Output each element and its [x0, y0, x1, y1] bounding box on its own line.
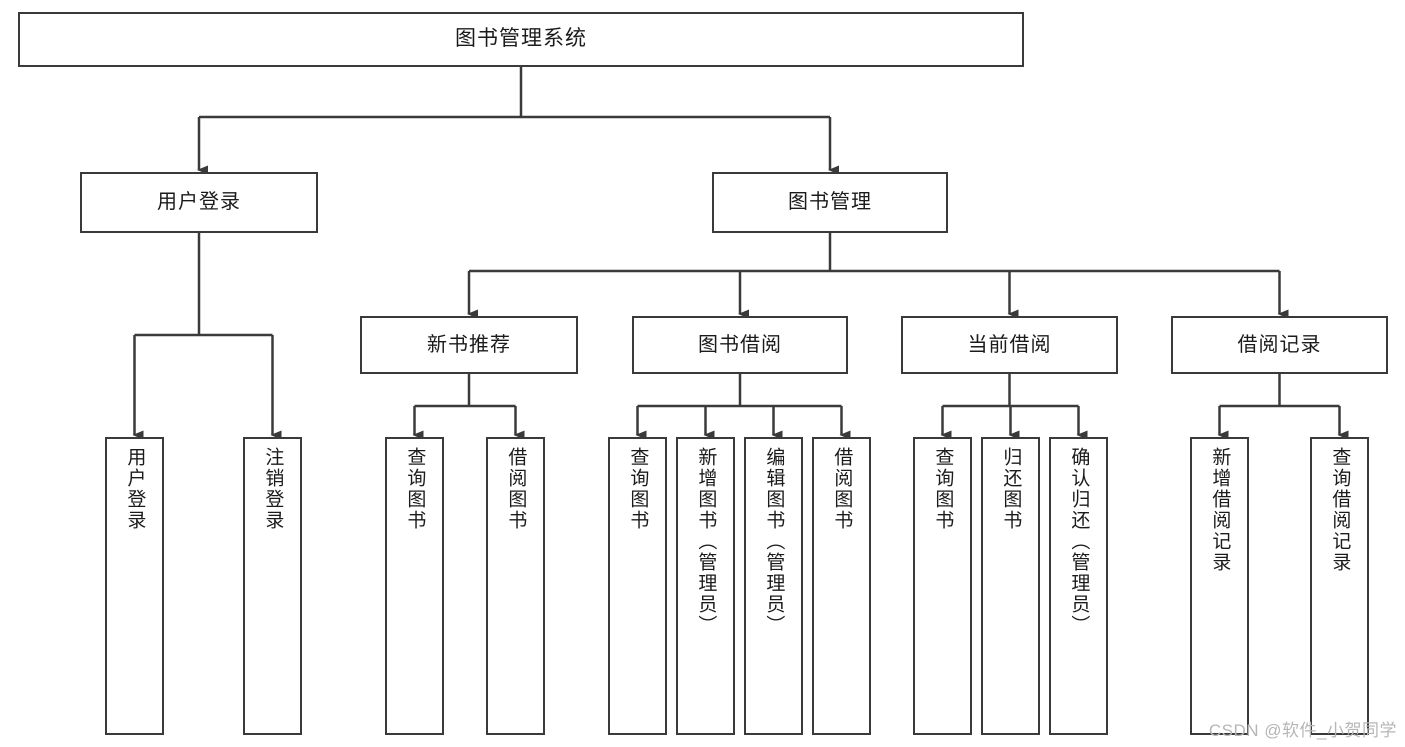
tree-node-label: 借阅记录 — [1237, 333, 1322, 356]
tree-node-n2d[interactable]: 借阅记录 — [1171, 316, 1388, 374]
tree-node-n2b[interactable]: 图书借阅 — [632, 316, 848, 374]
tree-node-label: 查询图书 — [404, 447, 426, 531]
tree-node-label: 查询图书 — [627, 447, 649, 531]
tree-node-l8[interactable]: 借阅图书 — [812, 437, 871, 735]
tree-node-label: 图书借阅 — [698, 333, 782, 356]
tree-node-l6[interactable]: 新增图书（管理员） — [676, 437, 735, 735]
tree-node-l7[interactable]: 编辑图书（管理员） — [744, 437, 803, 735]
tree-node-l13[interactable]: 查询借阅记录 — [1310, 437, 1369, 735]
tree-node-label: 用户登录 — [157, 191, 241, 213]
tree-node-label: 当前借阅 — [967, 333, 1052, 356]
tree-node-n1[interactable]: 用户登录 — [80, 172, 318, 233]
tree-node-label: 归还图书 — [1000, 447, 1022, 531]
tree-node-n2c[interactable]: 当前借阅 — [901, 316, 1118, 374]
tree-node-l1[interactable]: 用户登录 — [105, 437, 164, 735]
tree-node-label: 新增图书（管理员） — [695, 447, 717, 636]
tree-node-l2[interactable]: 注销登录 — [243, 437, 302, 735]
tree-node-l5[interactable]: 查询图书 — [608, 437, 667, 735]
tree-node-label: 注销登录 — [262, 447, 284, 531]
tree-node-l4[interactable]: 借阅图书 — [486, 437, 545, 735]
tree-node-l10[interactable]: 归还图书 — [981, 437, 1040, 735]
tree-node-label: 查询借阅记录 — [1329, 447, 1351, 573]
tree-node-l12[interactable]: 新增借阅记录 — [1190, 437, 1249, 735]
tree-node-n2a[interactable]: 新书推荐 — [360, 316, 578, 374]
tree-node-l11[interactable]: 确认归还（管理员） — [1049, 437, 1108, 735]
tree-node-l3[interactable]: 查询图书 — [385, 437, 444, 735]
tree-node-label: 确认归还（管理员） — [1068, 447, 1090, 636]
tree-connectors — [132, 67, 1349, 440]
tree-node-l9[interactable]: 查询图书 — [913, 437, 972, 735]
tree-node-label: 新书推荐 — [427, 333, 511, 356]
tree-node-n2[interactable]: 图书管理 — [712, 172, 948, 233]
tree-node-label: 新增借阅记录 — [1209, 447, 1231, 573]
tree-node-label: 图书管理系统 — [455, 27, 587, 51]
tree-node-label: 借阅图书 — [505, 447, 527, 531]
tree-node-root[interactable]: 图书管理系统 — [18, 12, 1024, 67]
tree-node-label: 查询图书 — [932, 447, 954, 531]
tree-node-label: 借阅图书 — [831, 447, 853, 531]
tree-node-label: 用户登录 — [124, 447, 146, 531]
tree-node-label: 编辑图书（管理员） — [763, 447, 785, 636]
tree-node-label: 图书管理 — [788, 191, 872, 213]
